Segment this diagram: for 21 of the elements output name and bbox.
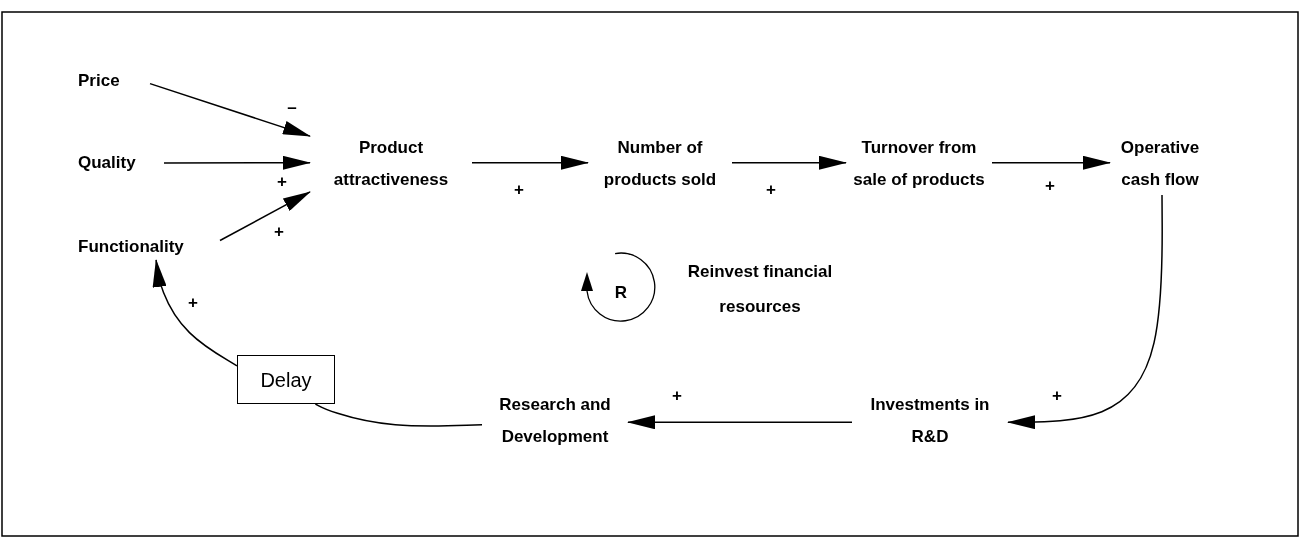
arrow — [163, 155, 311, 170]
arrow — [731, 155, 847, 170]
variable-label: Quality — [78, 152, 136, 174]
variable-label: Functionality — [78, 236, 184, 258]
arrow — [991, 155, 1111, 170]
variable-label: Product attractiveness — [332, 137, 450, 191]
loop-name-label: Reinvest financial resources — [686, 261, 834, 318]
variable-label: Turnover from sale of products — [852, 137, 986, 191]
loop-type-label: R — [613, 282, 629, 304]
variable-label: Investments in R&D — [869, 394, 991, 448]
delay-box: Delay — [237, 355, 335, 404]
variable-label: Research and Development — [498, 394, 612, 448]
variable-label: Operative cash flow — [1119, 137, 1201, 191]
variable-label: Number of products sold — [602, 137, 718, 191]
arrow — [471, 155, 589, 170]
arrow — [627, 415, 853, 430]
variable-label: Price — [78, 70, 120, 92]
arrow — [219, 191, 311, 242]
arrow — [149, 82, 311, 137]
arrow — [1007, 194, 1163, 430]
arrow — [152, 259, 238, 367]
